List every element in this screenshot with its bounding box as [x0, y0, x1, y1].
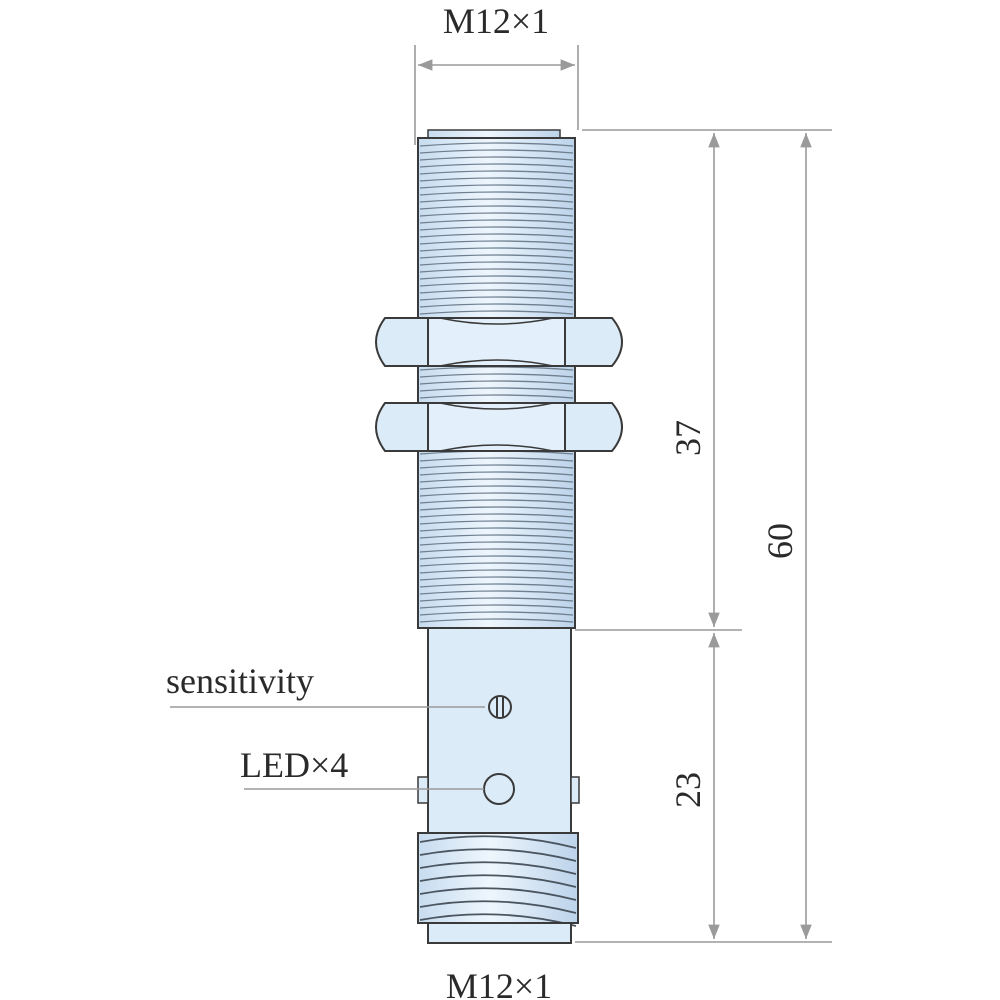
led-label: LED×4 — [240, 745, 348, 785]
bottom-thread-label: M12×1 — [446, 966, 552, 1000]
threaded-barrel — [417, 129, 576, 629]
connector-length-label: 23 — [668, 772, 708, 808]
length-dimensions: 37 60 23 — [575, 129, 832, 943]
threaded-length-label: 37 — [668, 420, 708, 456]
lock-nut-lower — [375, 402, 623, 452]
sensitivity-label: sensitivity — [166, 661, 314, 701]
total-length-label: 60 — [760, 523, 800, 559]
led-callout: LED×4 — [240, 745, 484, 790]
sensitivity-callout: sensitivity — [166, 661, 485, 708]
lock-nut-upper — [375, 317, 623, 367]
sensitivity-adjuster-icon — [488, 695, 512, 719]
top-width-dimension: M12×1 — [414, 1, 579, 145]
led-indicator-icon — [483, 773, 515, 805]
top-thread-label: M12×1 — [443, 1, 549, 41]
connector-thread — [417, 832, 579, 944]
